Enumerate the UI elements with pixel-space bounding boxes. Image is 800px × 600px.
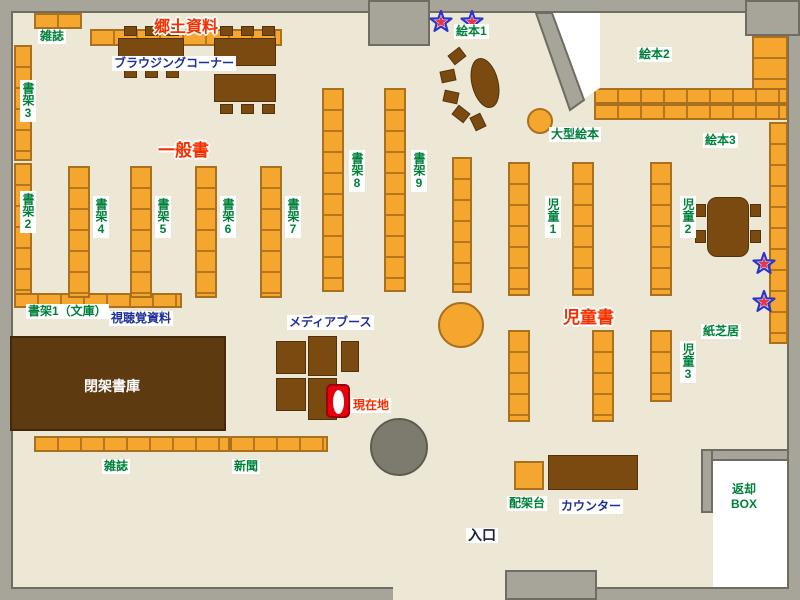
bookshelf-6 [195, 166, 217, 298]
chair [262, 104, 275, 114]
chair [262, 26, 275, 36]
bookshelf-9 [384, 88, 406, 292]
children-shelf-3c [650, 330, 672, 402]
shelving-stand [514, 461, 544, 490]
media-booth-seat [276, 378, 306, 411]
label-magazines-bottom: 雑誌 [102, 459, 131, 474]
media-booth-seat [341, 341, 359, 372]
round-table [438, 302, 484, 348]
star-icons [429, 9, 776, 312]
chair [145, 26, 158, 36]
label-general-books: 一般書 [158, 141, 209, 160]
chair [241, 104, 254, 114]
chair [124, 26, 137, 36]
current-location-marker [326, 384, 350, 418]
children-shelf-3b [592, 330, 614, 422]
chair [220, 104, 233, 114]
label-local-history: 郷土資料 [154, 19, 219, 36]
picture-book-shelf-right-wall [769, 122, 788, 344]
media-booth-seat [308, 336, 337, 376]
label-shelf6: 書架6 [220, 196, 236, 238]
label-shelf8: 書架8 [349, 150, 365, 192]
wall-top-pillar [368, 0, 430, 46]
label-entrance: 入口 [466, 527, 498, 543]
magazine-shelf-top [34, 13, 82, 29]
bookshelf-8 [322, 88, 344, 292]
entrance-opening[interactable] [393, 585, 505, 600]
closed-stacks-area [10, 336, 226, 431]
wall-top-right-corner [745, 0, 800, 36]
children-shelf-1a [508, 162, 530, 296]
storytime-seats [439, 46, 500, 132]
label-audiovisual: 視聴覚資料 [109, 311, 174, 326]
label-kamishibai: 紙芝居 [701, 324, 742, 339]
media-booth-seat [276, 341, 306, 374]
bookshelf-4 [68, 166, 90, 298]
label-children3: 児童3 [680, 341, 696, 383]
newspaper-shelf [230, 436, 328, 452]
label-shelf4: 書架4 [93, 196, 109, 238]
large-picture-book-stand [527, 108, 553, 134]
label-counter: カウンター [559, 499, 624, 514]
current-location-seat [333, 390, 344, 414]
children-shelf-3a [508, 330, 530, 422]
label-shelf9: 書架9 [411, 150, 427, 192]
picture-book-shelf-row-2 [594, 104, 788, 120]
label-children-books: 児童書 [563, 308, 614, 327]
label-media-booth: メディアブース [287, 315, 374, 330]
label-current-location: 現在地 [351, 398, 392, 413]
return-room-wall-left [701, 449, 713, 513]
children-shelf-2 [650, 162, 672, 296]
label-children1: 児童1 [545, 196, 561, 238]
label-shelf5: 書架5 [155, 196, 171, 238]
pillar [370, 418, 428, 476]
label-shelf1-bunko: 書架1（文庫） [26, 304, 109, 319]
magazine-shelf-bottom [34, 436, 230, 452]
label-browsing-corner: ブラウジングコーナー [112, 56, 237, 71]
counter-desk [548, 455, 638, 490]
label-shelving-stand: 配架台 [507, 496, 548, 511]
picture-book-shelf-corner [752, 36, 788, 90]
star-icon [752, 289, 776, 312]
chair [750, 230, 761, 243]
children-shelf-1b [572, 162, 594, 296]
wall-bottom-protrusion [505, 570, 597, 600]
label-picture-books3: 絵本3 [703, 133, 738, 148]
outside-area-top-right [550, 13, 600, 103]
bookshelf-5 [130, 166, 152, 298]
label-return-box: 返却 BOX [729, 482, 760, 512]
chair [220, 26, 233, 36]
reading-table [707, 197, 749, 257]
label-large-picture-books: 大型絵本 [549, 127, 602, 142]
label-shelf3: 書架3 [20, 80, 36, 122]
label-picture-books2: 絵本2 [637, 47, 672, 62]
bookshelf-7 [260, 166, 282, 298]
label-children2: 児童2 [680, 196, 696, 238]
wall-diagonal [534, 12, 586, 112]
label-shelf2: 書架2 [20, 191, 36, 233]
chair [750, 204, 761, 217]
chair [166, 26, 179, 36]
label-magazines-top: 雑誌 [38, 29, 67, 44]
label-newspapers: 新聞 [232, 459, 261, 474]
chair [241, 26, 254, 36]
browsing-table [214, 74, 276, 102]
star-icon [752, 251, 776, 274]
picture-book-shelf-row-1 [594, 88, 788, 104]
label-closed-stacks: 閉架書庫 [84, 378, 140, 394]
label-picture-books1: 絵本1 [454, 24, 489, 39]
label-shelf7: 書架7 [285, 196, 301, 238]
browsing-table [214, 38, 276, 66]
center-bookshelf [452, 157, 472, 293]
star-icon [429, 9, 453, 32]
